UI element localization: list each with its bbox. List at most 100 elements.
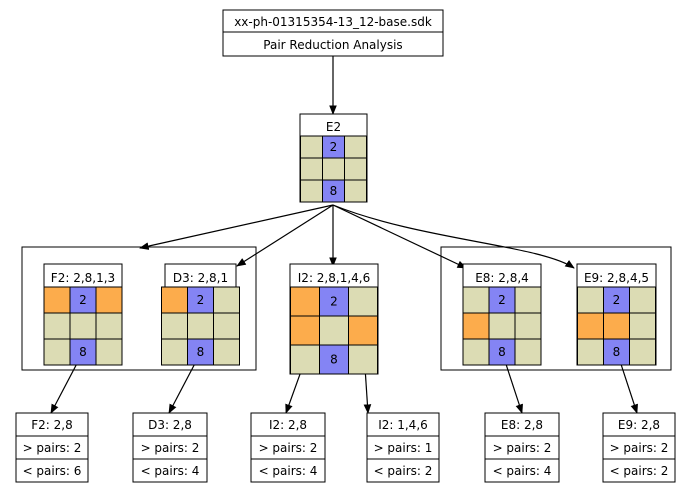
result-5-lt-cell bbox=[484, 458, 560, 483]
node-d3-cell bbox=[161, 338, 188, 366]
node-i2-cell bbox=[319, 315, 349, 346]
node-e9-cell-value: 2 bbox=[613, 293, 621, 307]
node-e8-cell bbox=[462, 286, 490, 314]
node-d3-cell bbox=[161, 312, 188, 340]
root-node-e2-cell bbox=[322, 157, 345, 181]
node-d3-label: D3: 2,8,1 bbox=[173, 271, 228, 285]
result-3: I2: 2,8 > pairs: 2 < pairs: 4 bbox=[250, 412, 326, 483]
node-e9-cell bbox=[629, 286, 656, 314]
cluster-right-outline bbox=[440, 246, 672, 371]
node-i2-cell bbox=[348, 315, 378, 346]
result-4-lt-cell bbox=[366, 458, 440, 483]
node-d3-cell bbox=[213, 312, 240, 340]
root-node-e2-cell bbox=[300, 157, 323, 181]
node-e8-cell-value: 2 bbox=[498, 293, 506, 307]
node-f2-cell bbox=[69, 338, 97, 366]
result-2-lt-cell bbox=[132, 458, 208, 483]
node-f2: F2: 2,8,1,328 bbox=[43, 263, 123, 366]
result-6-lt: < pairs: 2 bbox=[610, 464, 669, 478]
result-3-gt: > pairs: 2 bbox=[259, 441, 318, 455]
node-e8-cell bbox=[462, 338, 490, 366]
node-e8-cell bbox=[488, 312, 516, 340]
node-e8-cell bbox=[514, 338, 542, 366]
node-i2-cell bbox=[290, 286, 320, 317]
result-4-title: I2: 1,4,6 bbox=[378, 418, 428, 432]
node-f2-cell bbox=[69, 312, 97, 340]
node-f2-cell-value: 2 bbox=[79, 293, 87, 307]
node-e8-cell bbox=[514, 312, 542, 340]
node-d3: D3: 2,8,128 bbox=[161, 263, 240, 366]
node-d3-cell bbox=[213, 338, 240, 366]
result-3-lt: < pairs: 4 bbox=[259, 464, 318, 478]
root-node-e2-cell-value: 2 bbox=[330, 140, 338, 154]
node-e9-cell bbox=[577, 338, 604, 366]
node-i2-cell bbox=[348, 344, 378, 375]
result-1-title: F2: 2,8 bbox=[31, 418, 72, 432]
node-f2-cell bbox=[95, 312, 123, 340]
node-e8-cell-value: 8 bbox=[498, 345, 506, 359]
node-e8: E8: 2,8,4 2 8 bbox=[462, 263, 542, 366]
root-node-e2-cell-value: 8 bbox=[330, 184, 338, 198]
node-e9-cell bbox=[629, 312, 656, 340]
result-5: E8: 2,8 > pairs: 2 < pairs: 4 bbox=[484, 412, 560, 483]
node-e9-cell bbox=[577, 286, 604, 314]
node-i2-cell bbox=[319, 344, 349, 375]
header-filename: xx-ph-01315354-13_12-base.sdk bbox=[234, 15, 432, 29]
root-node-e2-label: E2 bbox=[326, 120, 341, 134]
node-i2: I2: 2,8,1,4,628 bbox=[289, 263, 379, 375]
result-5-title: E8: 2,8 bbox=[501, 418, 543, 432]
cluster-left-outline bbox=[21, 246, 257, 371]
root-node-e2: E2 2 8 bbox=[299, 113, 368, 203]
root-node-e2-cell bbox=[344, 179, 367, 203]
result-4-lt: < pairs: 2 bbox=[374, 464, 433, 478]
result-2-lt: < pairs: 4 bbox=[141, 464, 200, 478]
node-d3-cell bbox=[161, 286, 188, 314]
node-e9-cell bbox=[603, 338, 630, 366]
node-i2-cell bbox=[348, 286, 378, 317]
node-i2-cell-value: 8 bbox=[330, 353, 338, 367]
node-f2-cell bbox=[95, 286, 123, 314]
result-1-lt-cell bbox=[15, 458, 89, 483]
result-2-title: D3: 2,8 bbox=[148, 418, 192, 432]
edge-root-to-f2 bbox=[139, 204, 334, 250]
node-f2-cell bbox=[43, 338, 71, 366]
results-layer: F2: 2,8> pairs: 2< pairs: 6D3: 2,8> pair… bbox=[15, 412, 676, 483]
node-i2-cell bbox=[319, 286, 349, 317]
node-i2-cell-value: 2 bbox=[330, 295, 338, 309]
result-5-lt: < pairs: 4 bbox=[493, 464, 552, 478]
node-d3-cell-value: 2 bbox=[197, 293, 205, 307]
node-f2-cell bbox=[95, 338, 123, 366]
result-3-title: I2: 2,8 bbox=[269, 418, 307, 432]
edge-root-to-e8 bbox=[332, 204, 467, 269]
node-e9-cell-value: 8 bbox=[613, 345, 621, 359]
node-e9: E9: 2,8,4,5 2 8 bbox=[576, 263, 657, 366]
node-e9-cell bbox=[577, 312, 604, 340]
root-node-e2-cell bbox=[344, 135, 367, 159]
result-4-gt: > pairs: 1 bbox=[374, 441, 433, 455]
node-e9-cell bbox=[629, 338, 656, 366]
result-2: D3: 2,8> pairs: 2< pairs: 4 bbox=[132, 412, 208, 483]
node-e9-cell bbox=[603, 312, 630, 340]
result-1: F2: 2,8> pairs: 2< pairs: 6 bbox=[15, 412, 89, 483]
node-e9-label: E9: 2,8,4,5 bbox=[584, 271, 649, 285]
result-1-gt: > pairs: 2 bbox=[23, 441, 82, 455]
node-e8-cell bbox=[514, 286, 542, 314]
root-node-e2-cell bbox=[344, 157, 367, 181]
result-6-title: E9: 2,8 bbox=[618, 418, 660, 432]
edges bbox=[50, 56, 638, 414]
root-node-e2-cell bbox=[300, 135, 323, 159]
result-5-gt: > pairs: 2 bbox=[493, 441, 552, 455]
root-node-e2-cell bbox=[300, 179, 323, 203]
node-i2-cell bbox=[290, 315, 320, 346]
header-subtitle: Pair Reduction Analysis bbox=[263, 38, 402, 52]
node-i2-cell bbox=[290, 344, 320, 375]
node-d3-cell bbox=[187, 312, 214, 340]
result-3-lt-cell bbox=[250, 458, 326, 483]
node-e9-cell bbox=[603, 286, 630, 314]
node-e8-label: E8: 2,8,4 bbox=[475, 271, 529, 285]
node-d3-cell bbox=[213, 286, 240, 314]
node-e8-cell bbox=[462, 312, 490, 340]
node-f2-cell bbox=[43, 286, 71, 314]
